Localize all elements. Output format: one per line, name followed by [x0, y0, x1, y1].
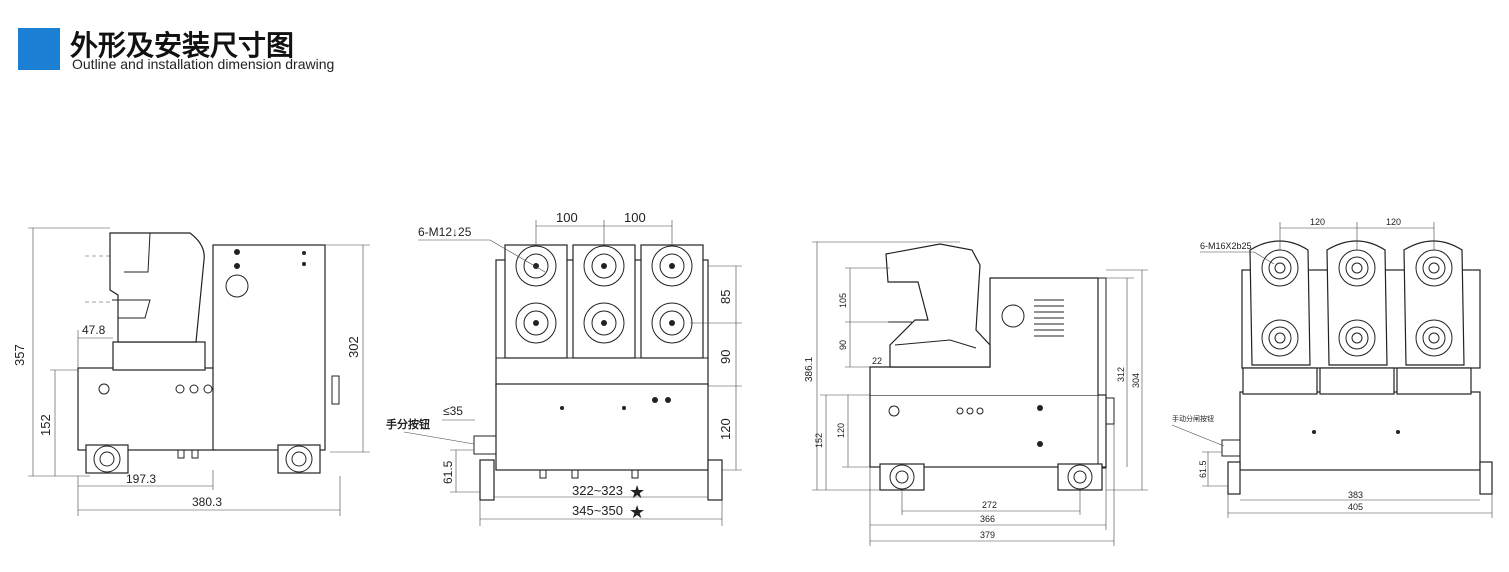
dim-386-1: 386.1: [804, 357, 815, 382]
dim-22: 22: [872, 356, 882, 366]
side-view-1: 357 302 152 47.8 197.3 380.3: [12, 227, 370, 516]
dim-152: 152: [38, 414, 53, 436]
manual-button-label: 手动分闸按钮: [1172, 414, 1214, 423]
dim-302: 302: [346, 336, 361, 358]
dim-105: 105: [838, 293, 848, 308]
dim-61-5: 61.5: [1198, 460, 1208, 478]
bolt-label: 6-M16X2b25: [1200, 241, 1252, 251]
dim-380-3: 380.3: [192, 495, 222, 509]
dim-90: 90: [838, 340, 848, 350]
dim-152: 152: [814, 433, 824, 448]
accent-square-icon: [18, 28, 60, 70]
front-view-4: 120 120 6-M16X2b25 手动分闸按钮 61.5 383 405: [1171, 217, 1493, 518]
dim-61-5: 61.5: [441, 460, 455, 484]
dim-304: 304: [1131, 373, 1141, 388]
dim-345-350: 345~350: [572, 503, 623, 518]
bolt-label: 6-M12↓25: [418, 225, 472, 239]
dim-47-8: 47.8: [82, 323, 106, 337]
dim-379: 379: [980, 530, 995, 540]
dim-383: 383: [1348, 490, 1363, 500]
dim-120-left: 120: [1310, 217, 1325, 227]
dim-90: 90: [718, 350, 733, 364]
section-title-cn: 外形及安装尺寸图: [70, 29, 295, 62]
star-icon-2: ★: [629, 502, 645, 522]
side-view-3: 386.1 105 90 22 152 120 312 304 272 366 …: [804, 241, 1148, 546]
front-view-2: 100 100 6-M12↓25 85 90 120 ≤35 手分按钮 61.5…: [386, 210, 742, 526]
dim-120: 120: [718, 418, 733, 440]
dim-322-323: 322~323: [572, 483, 623, 498]
dim-85: 85: [718, 290, 733, 304]
dim-312: 312: [1116, 367, 1126, 382]
dim-272: 272: [982, 500, 997, 510]
dim-120: 120: [836, 423, 846, 438]
dim-357: 357: [12, 344, 27, 366]
dim-100-right: 100: [624, 210, 646, 225]
star-icon-1: ★: [629, 482, 645, 502]
dim-197-3: 197.3: [126, 472, 156, 486]
dim-366: 366: [980, 514, 995, 524]
dim-35: ≤35: [443, 404, 463, 418]
dim-100-left: 100: [556, 210, 578, 225]
section-title-en: Outline and installation dimension drawi…: [72, 56, 335, 72]
dim-120-right: 120: [1386, 217, 1401, 227]
dim-405: 405: [1348, 502, 1363, 512]
manual-button-label: 手分按钮: [386, 417, 430, 431]
